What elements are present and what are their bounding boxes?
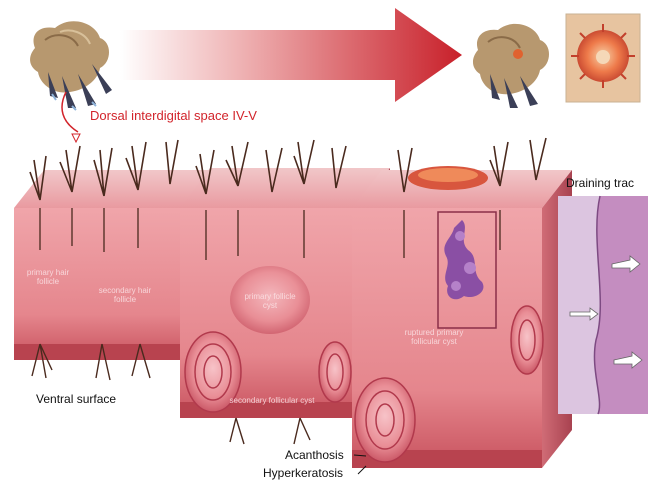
pointer-arrowhead [72,134,80,142]
label-hyperkeratosis: Hyperkeratosis [263,466,343,480]
label-secondary-hair-follicle: secondary hair follicle [92,286,158,304]
skin-block-rupture [352,166,572,468]
label-primary-hair-cyst: primary follicle cyst [240,292,300,310]
label-draining-tract: Draining trac [566,176,634,190]
label-acanthosis: Acanthosis [285,448,344,462]
label-ventral-surface: Ventral surface [36,392,116,406]
label-ruptured-cyst: ruptured primary follicular cyst [404,328,464,346]
dog-paw-after [473,24,549,108]
progression-arrow [120,8,462,102]
dog-paw-before [30,21,112,110]
label-primary-hair-follicle: primary hair follicle [18,268,78,286]
lesion-closeup [566,14,640,102]
histology-panel [558,196,648,414]
label-dorsal-interdigital-space: Dorsal interdigital space IV-V [90,108,257,123]
label-secondary-follicular-cyst: secondary follicular cyst [222,396,322,405]
